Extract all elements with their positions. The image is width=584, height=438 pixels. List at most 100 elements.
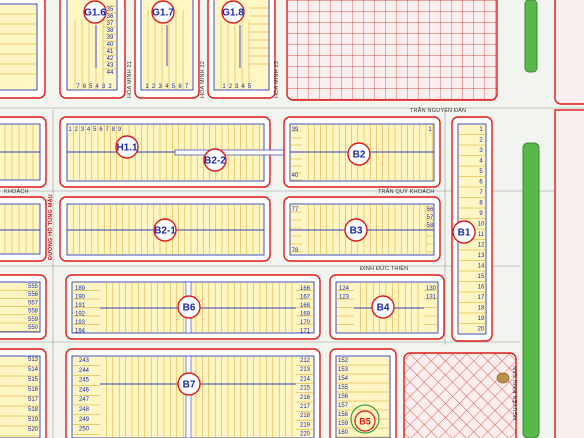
lot-number: 248 xyxy=(79,407,90,413)
lot-number: 130 xyxy=(426,286,437,292)
lot-number: 56 xyxy=(427,207,434,213)
lot-number: 39 xyxy=(107,35,114,41)
lot-number: 19 xyxy=(478,316,485,322)
street-tran-quy-khoach: TRẦN QUÝ KHOÁCH xyxy=(378,188,434,195)
block-label-b6[interactable]: B6 xyxy=(177,295,201,319)
lot-number: 171 xyxy=(300,329,311,335)
lot-number: 4 xyxy=(165,84,169,90)
block-label-text: B7 xyxy=(183,380,196,391)
lot-number: 245 xyxy=(79,378,90,384)
east-area-top xyxy=(554,0,584,105)
lot-number: 220 xyxy=(300,432,311,438)
lot-number: 36 xyxy=(107,14,114,20)
block-label-text: B2 xyxy=(353,150,366,161)
lot-number: 78 xyxy=(292,248,299,254)
lot-number: 1 xyxy=(479,127,483,133)
block-label-text: B1 xyxy=(458,228,471,239)
lot-number: 5 xyxy=(89,84,93,90)
lot-number: 168 xyxy=(300,303,311,309)
block-label-text: B2-2 xyxy=(204,156,226,167)
block-label-text: B3 xyxy=(350,226,363,237)
lot-number: 153 xyxy=(338,367,349,373)
block-label-b1[interactable]: B1 xyxy=(452,220,476,244)
lot-number: 18 xyxy=(478,306,485,312)
lot-number: 9 xyxy=(118,127,122,133)
lots-b6 xyxy=(72,282,314,333)
lot-number: 194 xyxy=(75,329,86,335)
lot-number: 10 xyxy=(478,222,485,228)
lot-number: 518 xyxy=(28,407,39,413)
lot-number: 244 xyxy=(79,368,90,374)
lot-number: 7 xyxy=(479,190,483,196)
lot-number: 157 xyxy=(338,403,349,409)
lot-number: 123 xyxy=(339,295,350,301)
walkway-b7 xyxy=(185,355,192,438)
lot-number: 42 xyxy=(107,56,114,62)
lot-number: 214 xyxy=(300,376,311,382)
block-label-b5[interactable]: B5 xyxy=(354,410,376,432)
lot-number: 217 xyxy=(300,404,311,410)
block-label-b2-2[interactable]: B2-2 xyxy=(203,148,227,172)
lots-west-2 xyxy=(4,204,34,254)
lot-number: 5 xyxy=(93,127,97,133)
block-b7-lots xyxy=(71,355,315,438)
block-top-left-lots xyxy=(0,3,38,91)
block-label-b7[interactable]: B7 xyxy=(177,372,201,396)
block-label-b2[interactable]: B2 xyxy=(347,142,371,166)
lot-number: 193 xyxy=(75,320,86,326)
lot-number: 215 xyxy=(300,386,311,392)
lot-number: 159 xyxy=(338,421,349,427)
lot-number: 77 xyxy=(292,207,299,213)
lot-number: 557 xyxy=(28,300,39,306)
location-marker xyxy=(496,372,510,384)
block-label-g1-8[interactable]: G1.8 xyxy=(221,0,245,24)
block-label-g1-7[interactable]: G1.7 xyxy=(151,0,175,24)
lot-number: 158 xyxy=(338,412,349,418)
park-grid-area xyxy=(286,0,498,101)
lot-number: 5 xyxy=(172,84,176,90)
street-nguyen-binh-san: NGUYỄN BÌNH SAN xyxy=(512,366,519,420)
lot-number: 189 xyxy=(75,286,86,292)
lot-number: 212 xyxy=(300,358,311,364)
lots-b7 xyxy=(72,356,314,438)
lot-number: 516 xyxy=(28,387,39,393)
lot-number: 243 xyxy=(79,358,90,364)
block-label-text: G1.7 xyxy=(152,8,174,19)
lot-number: 8 xyxy=(112,127,116,133)
lot-number: 12 xyxy=(478,243,485,249)
lot-number: 216 xyxy=(300,395,311,401)
lot-number: 16 xyxy=(478,285,485,291)
lot-number: 555 xyxy=(28,284,39,290)
block-label-text: B6 xyxy=(183,303,196,314)
block-label-b3[interactable]: B3 xyxy=(344,218,368,242)
lot-number: 39 xyxy=(292,127,299,133)
block-label-text: G1.6 xyxy=(84,8,106,19)
lot-number: 2 xyxy=(229,84,233,90)
lot-number: 192 xyxy=(75,312,86,318)
lot-number: 3 xyxy=(81,127,85,133)
lot-number: 247 xyxy=(79,397,90,403)
lot-number: 4 xyxy=(242,84,246,90)
green-median-strip xyxy=(522,142,540,438)
block-label-b2-1[interactable]: B2-1 xyxy=(153,218,177,242)
lot-number: 218 xyxy=(300,413,311,419)
lot-number: 7 xyxy=(106,127,110,133)
lot-number: 558 xyxy=(28,309,39,315)
lots-west-4 xyxy=(0,365,40,437)
block-west-4-lots xyxy=(0,355,41,438)
lot-number: 44 xyxy=(107,70,114,76)
lot-number: 3 xyxy=(159,84,163,90)
lot-number: 38 xyxy=(107,28,114,34)
lot-number: 559 xyxy=(28,317,39,323)
lot-number: 156 xyxy=(338,394,349,400)
block-label-h1-1[interactable]: H1.1 xyxy=(115,135,139,159)
block-label-g1-6[interactable]: G1.6 xyxy=(83,0,107,24)
lots-g1-8 xyxy=(220,7,269,90)
lot-number: 152 xyxy=(338,358,349,364)
lot-number: 4 xyxy=(479,159,483,165)
road-centerlines xyxy=(0,107,584,438)
block-label-b4[interactable]: B4 xyxy=(371,295,395,319)
block-label-text: H1.1 xyxy=(116,143,138,154)
lot-number: 57 xyxy=(427,215,434,221)
lot-number: 154 xyxy=(338,376,349,382)
